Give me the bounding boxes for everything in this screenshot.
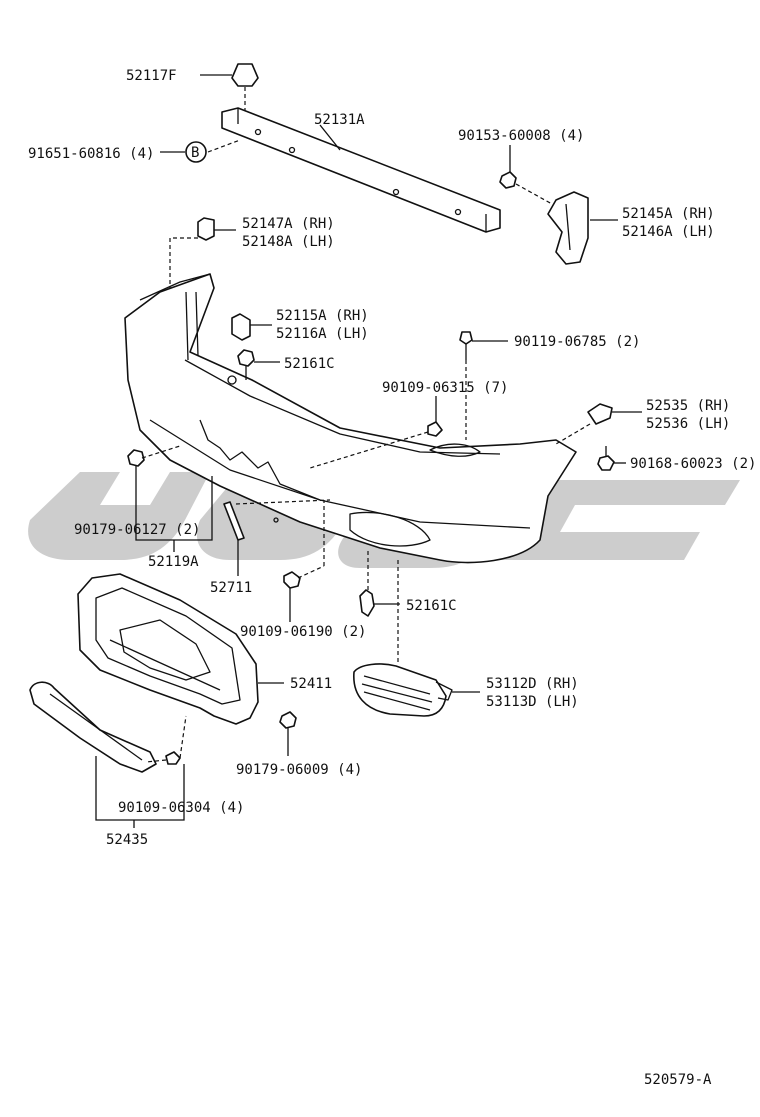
label-90109-06190: 90109-06190 (2) xyxy=(240,624,366,640)
diagram-code: 520579-A xyxy=(644,1072,712,1088)
label-90179-06127: 90179-06127 (2) xyxy=(74,522,200,538)
grille-52411 xyxy=(77,573,259,725)
retainer-52115A xyxy=(231,313,251,341)
label-90179-06009: 90179-06009 (4) xyxy=(236,762,362,778)
bolt-90109-06190 xyxy=(283,500,325,589)
screw-90109-06315 xyxy=(309,421,443,469)
clip-52161C-lower xyxy=(359,548,375,617)
label-52161C-upper: 52161C xyxy=(284,356,335,372)
label-53113D: 53113D (LH) xyxy=(486,694,579,710)
bracket-52145A xyxy=(547,191,589,265)
label-52146A: 52146A (LH) xyxy=(622,224,715,240)
label-52116A: 52116A (LH) xyxy=(276,326,369,342)
circle-b-letter: B xyxy=(191,145,199,161)
fog-cover-53112D xyxy=(353,560,453,717)
screw-90168 xyxy=(597,446,615,471)
screw-90109-06304 xyxy=(145,715,187,765)
label-90109-06315: 90109-06315 (7) xyxy=(382,380,508,396)
screw-90119 xyxy=(459,331,473,440)
label-52161C-lower: 52161C xyxy=(406,598,457,614)
nut-90179-06127 xyxy=(127,445,181,467)
reinforcement-52131A xyxy=(221,107,501,233)
label-52119A: 52119A xyxy=(148,554,199,570)
bolt-90153 xyxy=(499,171,553,205)
label-52117F: 52117F xyxy=(126,68,177,84)
circle-b-marker: B xyxy=(185,141,207,163)
label-52435: 52435 xyxy=(106,832,148,848)
label-52115A: 52115A (RH) xyxy=(276,308,369,324)
label-52148A: 52148A (LH) xyxy=(242,234,335,250)
label-91651: 91651-60816 (4) xyxy=(28,146,154,162)
label-90153: 90153-60008 (4) xyxy=(458,128,584,144)
label-90109-06304: 90109-06304 (4) xyxy=(118,800,244,816)
label-52535: 52535 (RH) xyxy=(646,398,730,414)
molding-52435 xyxy=(29,681,157,773)
clip-52161C-upper xyxy=(237,349,255,380)
clip-52535 xyxy=(555,403,613,445)
label-52147A: 52147A (RH) xyxy=(242,216,335,232)
label-90168: 90168-60023 (2) xyxy=(630,456,756,472)
clip-52117F xyxy=(231,63,259,112)
label-52131A: 52131A xyxy=(314,112,365,128)
leader-lines xyxy=(95,74,642,828)
label-52536: 52536 (LH) xyxy=(646,416,730,432)
label-52711: 52711 xyxy=(210,580,252,596)
bracket-52711 xyxy=(223,499,331,541)
label-52145A: 52145A (RH) xyxy=(622,206,715,222)
callout-labels: 52117F 52131A 90153-60008 (4) 91651-6081… xyxy=(28,68,756,1088)
label-90119: 90119-06785 (2) xyxy=(514,334,640,350)
label-53112D: 53112D (RH) xyxy=(486,676,579,692)
nut-90179-06009 xyxy=(279,711,297,729)
clip-52147A xyxy=(169,217,215,292)
label-52411: 52411 xyxy=(290,676,332,692)
